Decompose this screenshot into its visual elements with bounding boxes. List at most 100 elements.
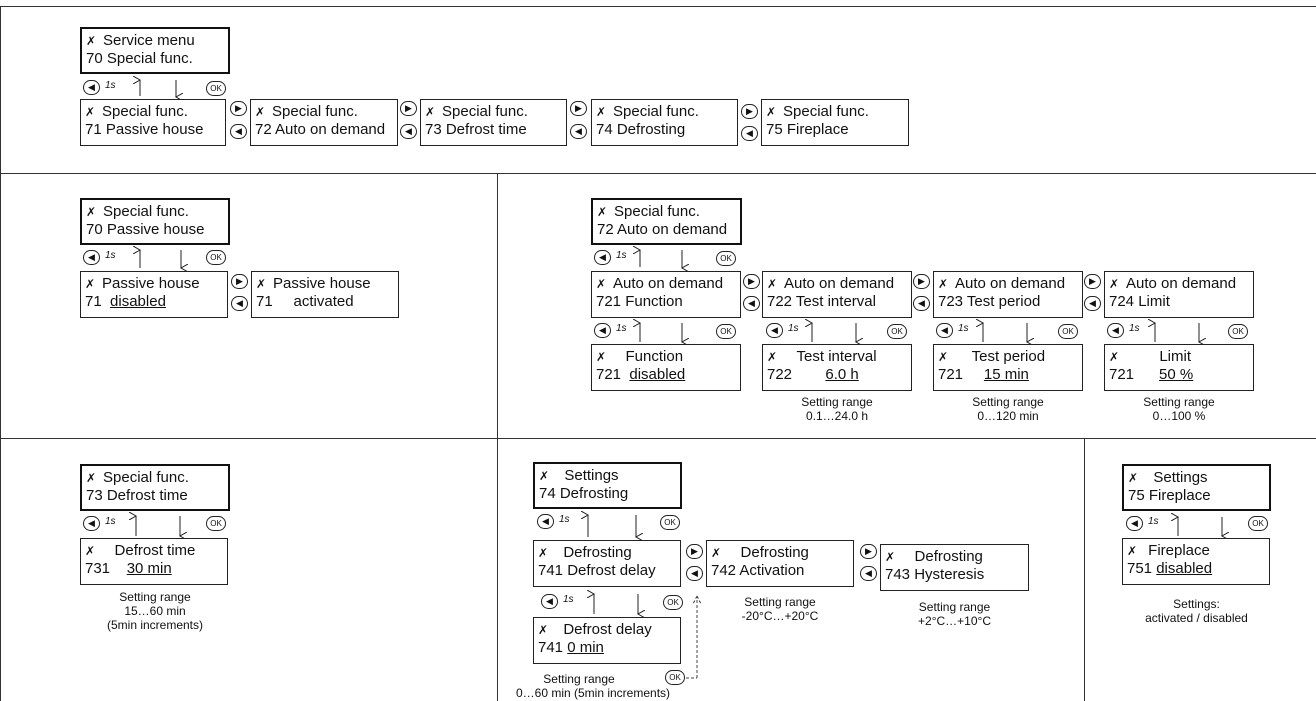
auto-menu-724[interactable]: ✗Auto on demand 724 Limit: [1104, 271, 1254, 318]
defrost-menu-741[interactable]: ✗ Defrosting 741 Defrost delay: [533, 540, 681, 587]
test-interval-value-box[interactable]: ✗ Test interval 722 6.0 h: [762, 344, 912, 391]
left-arrow-button[interactable]: ◀: [570, 124, 587, 139]
section-divider-vertical-1: [497, 173, 498, 701]
section-divider-2: [0, 438, 1316, 439]
right-arrow-button[interactable]: ▶: [913, 274, 930, 289]
one-second-hint: 1s: [788, 323, 799, 334]
left-arrow-button[interactable]: ◀: [741, 126, 758, 141]
ok-button[interactable]: OK: [716, 324, 736, 339]
one-second-hint: 1s: [105, 250, 116, 261]
left-arrow-button[interactable]: ◀: [1126, 516, 1143, 531]
one-second-hint: 1s: [559, 514, 570, 525]
left-arrow-button[interactable]: ◀: [913, 296, 930, 311]
tool-icon: ✗: [1109, 350, 1120, 364]
tool-icon: ✗: [767, 277, 778, 291]
left-arrow-button[interactable]: ◀: [1084, 296, 1101, 311]
right-arrow-button[interactable]: ▶: [230, 101, 247, 116]
menu-item-75[interactable]: ✗Special func. 75 Fireplace: [761, 99, 909, 146]
one-second-hint: 1s: [563, 594, 574, 605]
ok-button[interactable]: OK: [206, 81, 226, 96]
menu-item-74[interactable]: ✗Special func. 74 Defrosting: [591, 99, 738, 146]
defrost-delay-value-box[interactable]: ✗ Defrost delay 741 0 min: [533, 617, 681, 664]
setting-value: disabled: [629, 366, 686, 383]
right-arrow-button[interactable]: ▶: [570, 101, 587, 116]
tool-icon: ✗: [596, 105, 607, 119]
left-arrow-button[interactable]: ◀: [400, 124, 417, 139]
setting-range-note: Setting range-20°C…+20°C: [741, 595, 819, 623]
section-divider-1: [0, 173, 1316, 174]
menu-item-73[interactable]: ✗Special func. 73 Defrost time: [420, 99, 567, 146]
left-arrow-button[interactable]: ◀: [231, 296, 248, 311]
ok-button[interactable]: OK: [887, 324, 907, 339]
left-arrow-button[interactable]: ◀: [743, 296, 760, 311]
right-arrow-button[interactable]: ▶: [860, 544, 877, 559]
left-arrow-button[interactable]: ◀: [936, 323, 953, 338]
right-arrow-button[interactable]: ▶: [1084, 274, 1101, 289]
ok-button[interactable]: OK: [716, 251, 736, 266]
one-second-hint: 1s: [616, 250, 627, 261]
limit-value-box[interactable]: ✗ Limit 721 50 %: [1104, 344, 1254, 391]
ok-button[interactable]: OK: [1228, 324, 1248, 339]
left-arrow-button[interactable]: ◀: [541, 594, 558, 609]
left-border: [0, 6, 1, 701]
one-second-hint: 1s: [616, 323, 627, 334]
tool-icon: ✗: [1109, 277, 1120, 291]
menu-item-71[interactable]: ✗Special func. 71 Passive house: [80, 99, 226, 146]
ok-button[interactable]: OK: [660, 515, 680, 530]
setting-value: 15 min: [983, 366, 1029, 383]
left-arrow-button[interactable]: ◀: [594, 323, 611, 338]
passive-house-activated-box[interactable]: ✗Passive house 71 activated: [251, 271, 399, 318]
service-menu-selection: 70 Special func.: [86, 50, 193, 67]
right-arrow-button[interactable]: ▶: [686, 544, 703, 559]
left-arrow-button[interactable]: ◀: [83, 516, 100, 531]
setting-value: 30 min: [126, 560, 172, 577]
right-arrow-button[interactable]: ▶: [741, 104, 758, 119]
left-arrow-button[interactable]: ◀: [83, 80, 100, 95]
tool-icon: ✗: [767, 350, 778, 364]
right-arrow-button[interactable]: ▶: [400, 101, 417, 116]
left-arrow-button[interactable]: ◀: [594, 250, 611, 265]
ok-button[interactable]: OK: [663, 595, 683, 610]
test-period-value-box[interactable]: ✗ Test period 721 15 min: [933, 344, 1083, 391]
ok-button[interactable]: OK: [206, 250, 226, 265]
function-value-box[interactable]: ✗ Function 721 disabled: [591, 344, 741, 391]
tool-icon: ✗: [425, 105, 436, 119]
auto-menu-722[interactable]: ✗Auto on demand 722 Test interval: [762, 271, 912, 318]
defrost-menu-743[interactable]: ✗ Defrosting 743 Hysteresis: [880, 544, 1029, 591]
ok-button[interactable]: OK: [206, 516, 226, 531]
defrost-time-value-box[interactable]: ✗ Defrost time 731 30 min: [80, 538, 228, 585]
left-arrow-button[interactable]: ◀: [686, 566, 703, 581]
ok-button[interactable]: OK: [1248, 516, 1268, 531]
left-arrow-button[interactable]: ◀: [230, 124, 247, 139]
service-menu-box: ✗Service menu 70 Special func.: [80, 27, 230, 74]
passive-house-disabled-box[interactable]: ✗Passive house 71 disabled: [80, 271, 228, 318]
auto-menu-721[interactable]: ✗Auto on demand 721 Function: [591, 271, 741, 318]
tool-icon: ✗: [711, 546, 722, 560]
fireplace-value-box[interactable]: ✗ Fireplace 751 disabled: [1122, 538, 1270, 585]
left-arrow-button[interactable]: ◀: [860, 566, 877, 581]
ok-button[interactable]: OK: [665, 670, 685, 685]
defrost-menu-742[interactable]: ✗ Defrosting 742 Activation: [706, 540, 854, 587]
defrost-time-menu-box: ✗Special func. 73 Defrost time: [80, 464, 230, 511]
right-arrow-button[interactable]: ▶: [231, 274, 248, 289]
left-arrow-button[interactable]: ◀: [537, 514, 554, 529]
right-arrow-button[interactable]: ▶: [743, 274, 760, 289]
one-second-hint: 1s: [105, 516, 116, 527]
menu-item-72[interactable]: ✗Special func. 72 Auto on demand: [250, 99, 398, 146]
top-border: [0, 6, 1316, 7]
ok-button[interactable]: OK: [1058, 324, 1078, 339]
auto-menu-723[interactable]: ✗Auto on demand 723 Test period: [933, 271, 1083, 318]
tool-icon: ✗: [85, 544, 96, 558]
auto-on-demand-menu-box: ✗Special func. 72 Auto on demand: [591, 198, 742, 245]
left-arrow-button[interactable]: ◀: [83, 250, 100, 265]
tool-icon: ✗: [596, 350, 607, 364]
setting-value: 0 min: [567, 639, 604, 656]
left-arrow-button[interactable]: ◀: [766, 323, 783, 338]
tool-icon: ✗: [766, 105, 777, 119]
setting-value: disabled: [1156, 560, 1213, 577]
left-arrow-button[interactable]: ◀: [1107, 323, 1124, 338]
